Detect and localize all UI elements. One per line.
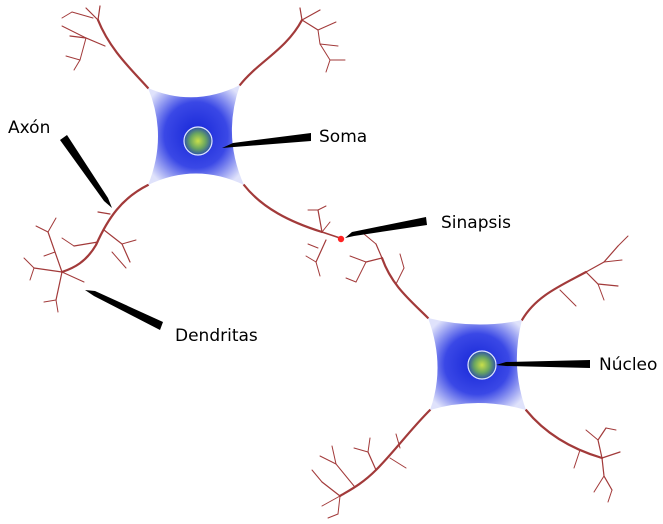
- soma-pointer: [222, 133, 311, 148]
- neuron-1: [24, 6, 345, 312]
- synapse-dot: [338, 236, 344, 242]
- label-dendrites: Dendritas: [175, 326, 258, 346]
- label-soma: Soma: [319, 127, 367, 147]
- synapse-pointer: [345, 217, 427, 238]
- label-axon: Axón: [8, 118, 50, 138]
- label-synapse: Sinapsis: [441, 213, 511, 233]
- axon-pointer: [60, 135, 112, 208]
- label-nucleus: Núcleo: [599, 355, 657, 375]
- neuron-2: [312, 234, 628, 518]
- dendrites-pointer: [85, 290, 163, 330]
- nucleus-neuron-2: [468, 351, 496, 379]
- nucleus-neuron-1: [184, 127, 212, 155]
